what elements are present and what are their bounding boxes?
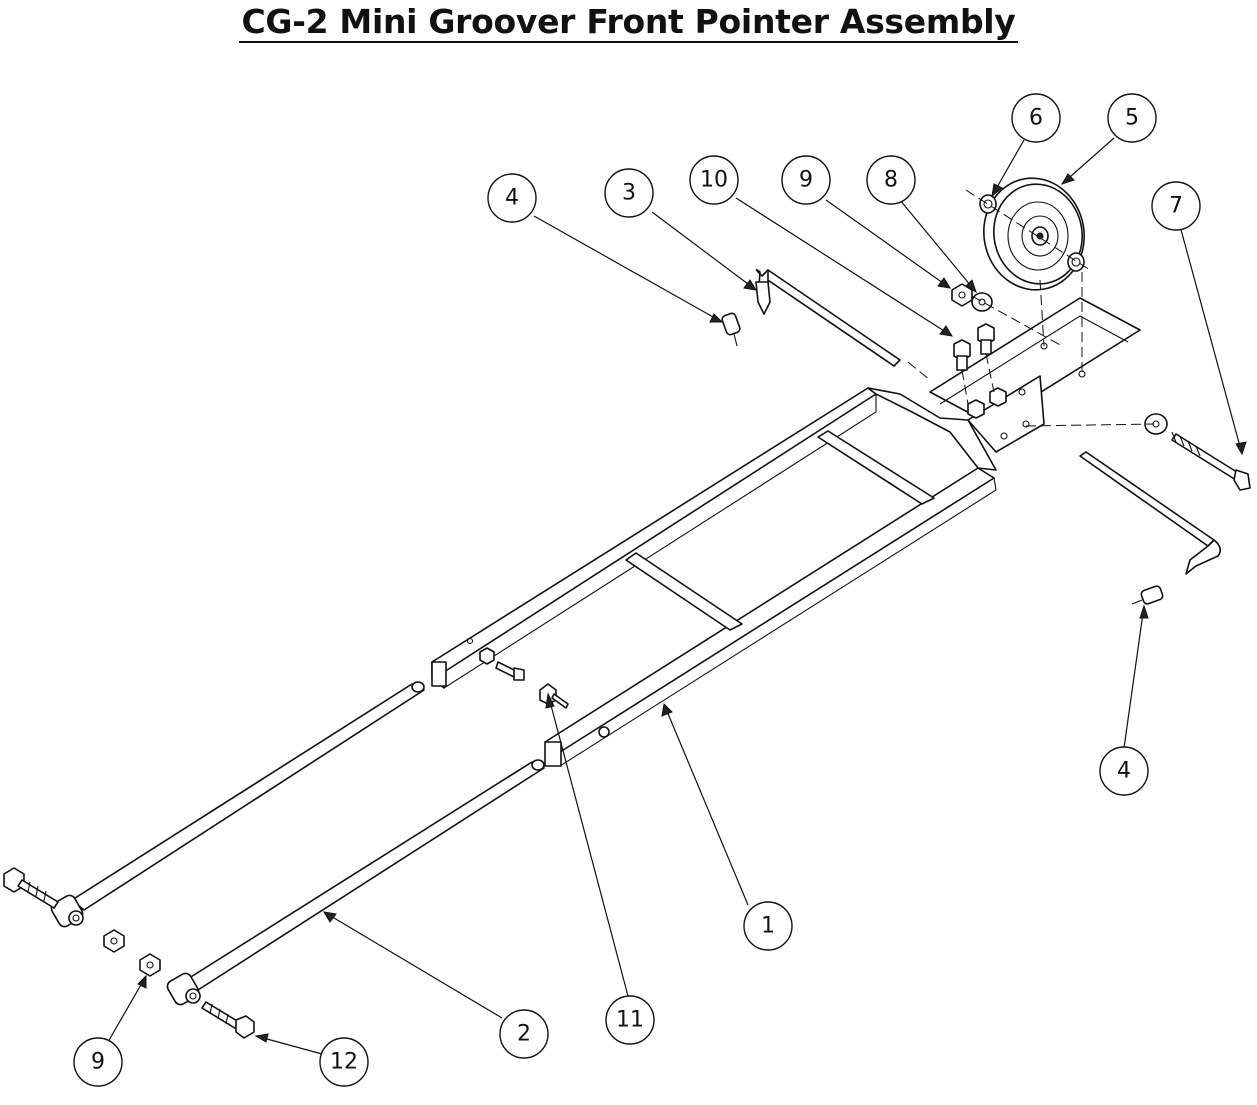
cap-screw-left [953,339,971,371]
pointer-rod-upper [755,268,901,367]
handle-tubes [50,681,545,1006]
nut-lower-left [103,929,125,953]
balloon-8-label: 8 [884,168,898,193]
balloon-10-label: 10 [700,168,728,193]
balloon-7: 7 [1151,181,1201,231]
pivot-bolt-lower [201,1001,255,1039]
balloon-12-label: 12 [330,1050,358,1075]
frame-head-plate [967,375,1045,453]
leader-lines [107,137,1247,1055]
balloon-5-label: 5 [1125,106,1139,131]
balloon-12: 12 [319,1037,369,1087]
pivot-bolt-upper [3,867,59,909]
balloon-10: 10 [689,155,739,205]
frame-left-rail [431,387,877,673]
frame-weldment [431,297,1141,767]
nut-lower-left-2 [139,953,161,977]
balloon-6: 6 [1011,93,1061,143]
nut-frame-2 [967,387,1007,419]
frame-rear-crossmember [625,552,743,631]
diagram-title: CG-2 Mini Groover Front Pointer Assembly [0,2,1257,43]
balloon-4-lower-label: 4 [1117,759,1131,784]
balloon-3: 3 [604,168,654,218]
frame-right-rail-end [544,741,562,767]
frame-right-rail [544,467,995,753]
assembly-center-lines [907,189,1155,427]
balloon-11: 11 [605,995,655,1045]
balloon-1: 1 [743,901,793,951]
frame-left-rail-end [431,661,447,687]
wheel-spacer-left [979,194,997,214]
nut-upper [951,283,973,307]
balloon-4-lower: 4 [1099,746,1149,796]
pointer-tip-upper [721,312,741,347]
lower-bushing [166,972,201,1006]
balloon-9-upper: 9 [781,155,831,205]
cap-screw-right [977,323,995,355]
pointer-tip-lower [1131,585,1164,605]
washer-lower [1144,413,1168,435]
balloon-8: 8 [866,155,916,205]
axle-bolt-thread [1171,431,1201,457]
washer-upper [971,292,993,312]
nut-frame-1 [479,647,495,665]
balloon-7-label: 7 [1169,194,1183,219]
upper-bushing [50,894,84,928]
pointer-rod-lower [1079,451,1222,575]
axle-bolt [1171,431,1251,491]
frame-bolt-lower [539,683,569,709]
balloon-4-upper-label: 4 [505,186,519,211]
balloon-11-label: 11 [616,1008,644,1033]
balloon-1-label: 1 [761,914,775,939]
balloon-6-label: 6 [1029,106,1043,131]
balloon-9-upper-label: 9 [799,168,813,193]
balloon-9-lower: 9 [73,1037,123,1087]
diagram-title-text: CG-2 Mini Groover Front Pointer Assembly [239,2,1018,43]
frame-middle-crossmember [817,430,935,505]
balloon-2-label: 2 [517,1022,531,1047]
frame-front-bend [867,387,997,471]
balloon-5: 5 [1107,93,1157,143]
balloon-2: 2 [499,1009,549,1059]
balloon-9-lower-label: 9 [91,1050,105,1075]
wheel-spacer-right [1067,252,1085,272]
balloon-3-label: 3 [622,181,636,206]
balloon-4-upper: 4 [487,173,537,223]
frame-bolt-upper [495,661,525,681]
